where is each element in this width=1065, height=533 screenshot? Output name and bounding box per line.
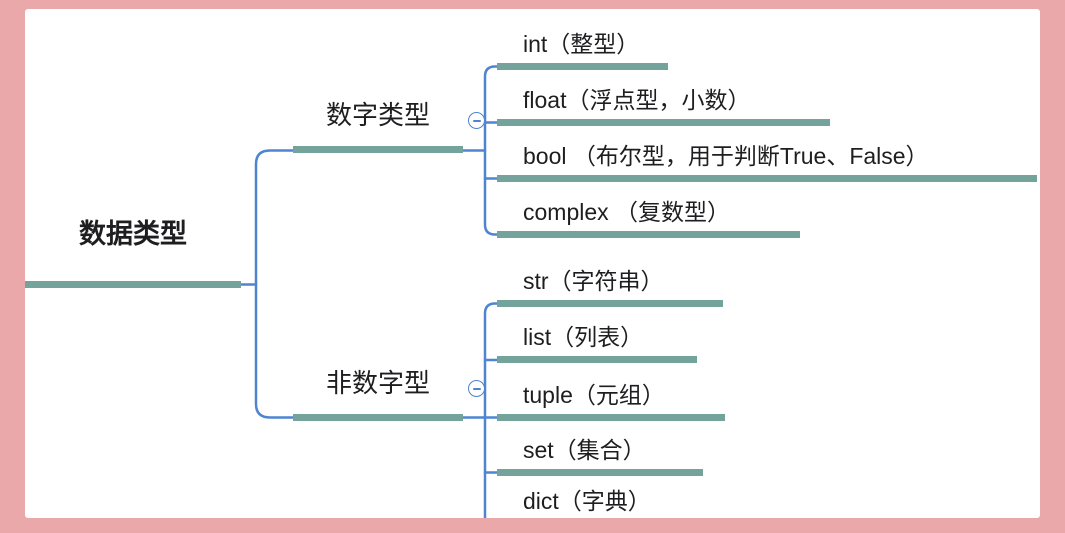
frame-border-right (1040, 0, 1065, 533)
leaf-topic-set[interactable]: set（集合） (523, 437, 646, 463)
node-str-underline (497, 300, 723, 307)
frame-border-left (0, 0, 25, 533)
leaf-topic-complex[interactable]: complex （复数型） (523, 199, 731, 225)
trunk-connector-line (254, 149, 295, 419)
branch2-children-spine (483, 302, 499, 522)
node-set-underline (497, 469, 703, 476)
branch-topic-numeric[interactable]: 数字类型 (325, 100, 430, 130)
frame-border-bottom (0, 518, 1065, 533)
node-bool-underline (497, 175, 1037, 182)
leaf-topic-str[interactable]: str（字符串） (523, 268, 664, 294)
root-topic[interactable]: 数据类型 (79, 219, 187, 249)
branch-numeric-underline (293, 146, 463, 153)
leaf-topic-dict[interactable]: dict（字典） (523, 488, 651, 514)
collapse-minus-icon[interactable] (468, 112, 485, 129)
leaf-topic-list[interactable]: list（列表） (523, 324, 644, 350)
leaf-topic-bool[interactable]: bool （布尔型，用于判断True、False） (523, 143, 929, 169)
node-tuple-underline (497, 414, 725, 421)
minus-dash (472, 387, 481, 390)
node-complex-underline (497, 231, 800, 238)
branch-topic-nonnumeric[interactable]: 非数字型 (325, 368, 430, 398)
frame-border-top (0, 0, 1065, 9)
root-underline (25, 281, 241, 288)
mindmap-panel (25, 9, 1040, 518)
node-float-underline (497, 119, 830, 126)
collapse-minus-icon[interactable] (468, 380, 485, 397)
node-int-underline (497, 63, 668, 70)
minus-dash (472, 119, 481, 122)
leaf-topic-tuple[interactable]: tuple（元组） (523, 382, 665, 408)
branch1-children-spine (483, 65, 499, 236)
node-list-underline (497, 356, 697, 363)
leaf-topic-int[interactable]: int（整型） (523, 31, 640, 57)
branch-nonnumeric-underline (293, 414, 463, 421)
leaf-topic-float[interactable]: float（浮点型，小数） (523, 87, 751, 113)
